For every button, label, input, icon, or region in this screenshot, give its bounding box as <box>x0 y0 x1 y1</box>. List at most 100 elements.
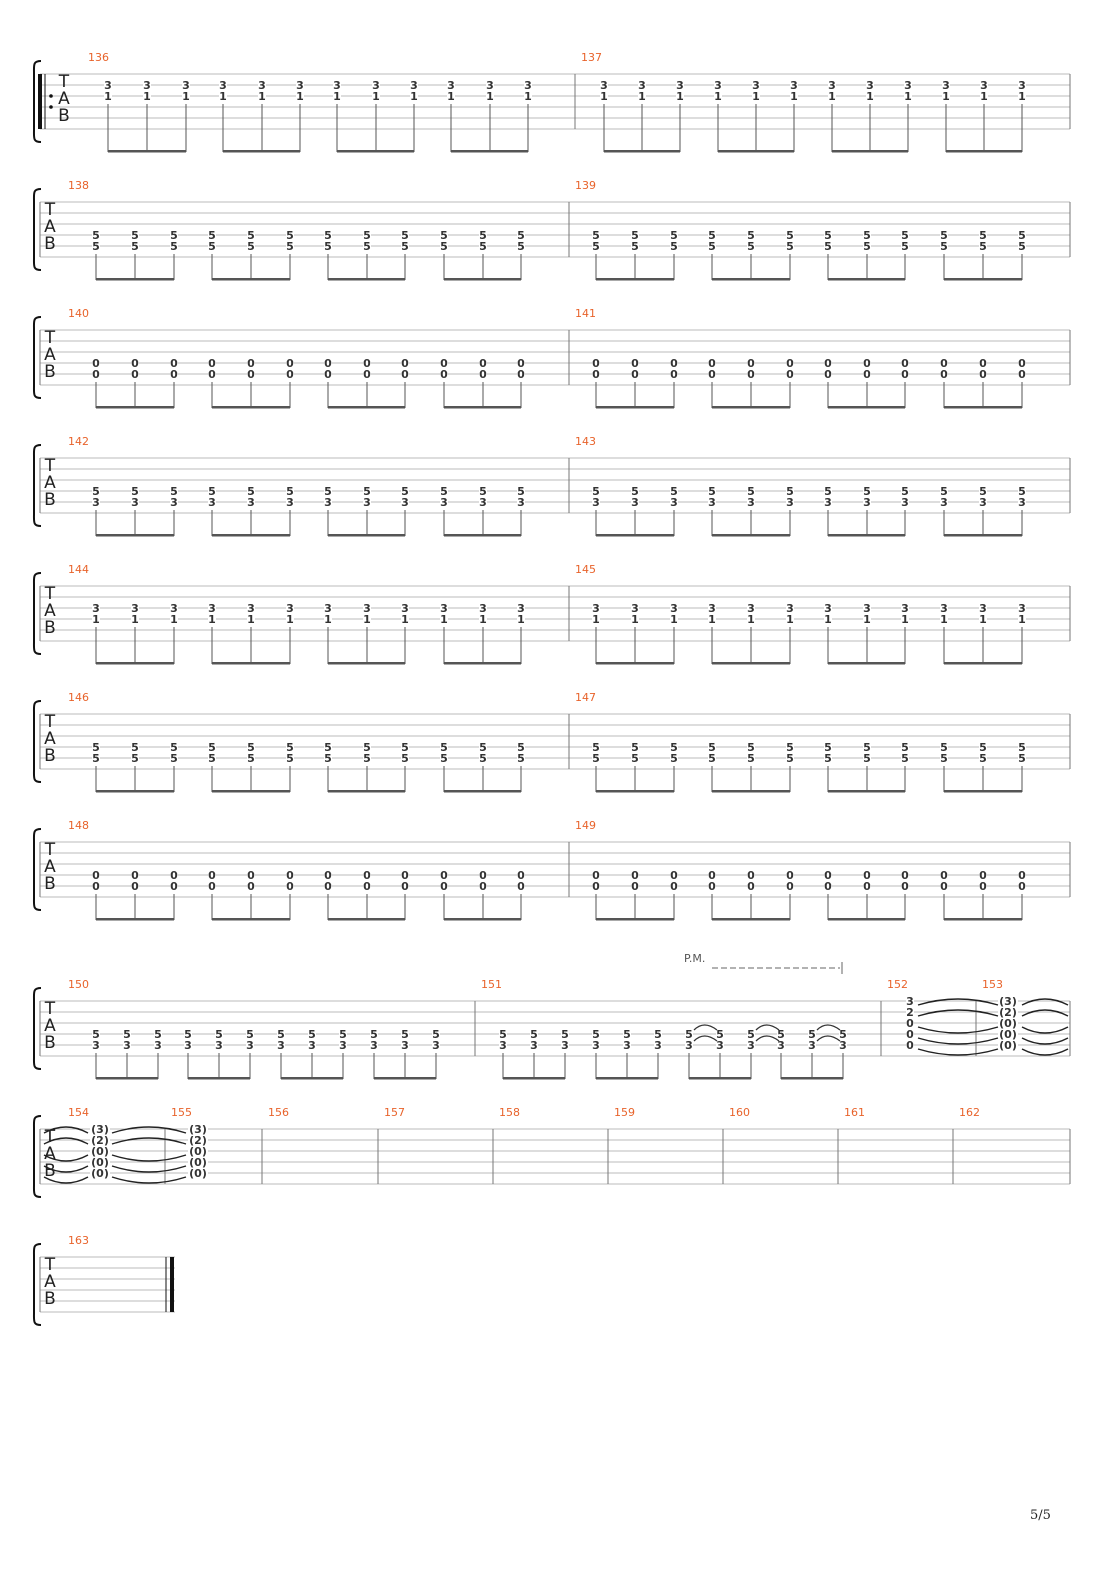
fret-number: 3 <box>901 602 909 615</box>
fret-backing <box>824 358 832 368</box>
fret-backing <box>631 358 639 368</box>
fret-number: 3 <box>258 79 266 92</box>
beam <box>596 1077 658 1080</box>
fret-number: 0 <box>901 357 909 370</box>
fret-backing <box>906 1029 914 1039</box>
fret-number: 3 <box>154 1039 162 1052</box>
fret-number: 5 <box>747 1028 755 1041</box>
fret-number: (0) <box>91 1145 109 1158</box>
fret-backing <box>901 603 909 613</box>
tab-system: TAB1425353535353535353535353531435353535… <box>32 435 1071 537</box>
fret-number: 0 <box>747 880 755 893</box>
beam <box>944 662 1022 665</box>
fret-backing <box>592 230 600 240</box>
fret-number: (2) <box>91 1134 109 1147</box>
fret-backing <box>786 603 794 613</box>
fret-number: 5 <box>170 485 178 498</box>
fret-backing <box>90 1146 110 1156</box>
beam <box>444 406 521 409</box>
fret-backing <box>670 614 678 624</box>
measure-number: 161 <box>844 1106 865 1119</box>
fret-number: 5 <box>979 240 987 253</box>
fret-backing <box>286 486 294 496</box>
fret-backing <box>979 369 987 379</box>
beam <box>96 1077 158 1080</box>
fret-number: (0) <box>189 1156 207 1169</box>
tab-system: TAB1400000000000000000000000001410000000… <box>32 307 1071 409</box>
fret-number: 5 <box>747 229 755 242</box>
fret-number: 3 <box>410 79 418 92</box>
fret-number: 3 <box>92 1039 100 1052</box>
fret-number: 5 <box>170 240 178 253</box>
fret-backing <box>131 230 139 240</box>
fret-number: 0 <box>592 368 600 381</box>
fret-number: 5 <box>401 1028 409 1041</box>
fret-number: 3 <box>942 79 950 92</box>
fret-backing <box>170 753 178 763</box>
beam <box>223 150 300 153</box>
fret-backing <box>1018 369 1026 379</box>
measure-number: 146 <box>68 691 89 704</box>
fret-backing <box>866 91 874 101</box>
fret-number: 5 <box>824 752 832 765</box>
fret-number: 3 <box>339 1039 347 1052</box>
fret-number: 0 <box>863 880 871 893</box>
fret-number: 3 <box>246 1039 254 1052</box>
fret-number: 5 <box>670 741 678 754</box>
fret-backing <box>747 742 755 752</box>
fret-number: 0 <box>247 869 255 882</box>
fret-number: 1 <box>524 90 532 103</box>
fret-backing <box>517 881 525 891</box>
beam <box>596 406 674 409</box>
fret-number: 0 <box>940 357 948 370</box>
fret-number: 0 <box>208 869 216 882</box>
fret-number: (3) <box>189 1123 207 1136</box>
fret-number: 3 <box>324 602 332 615</box>
fret-backing <box>324 742 332 752</box>
beam <box>188 1077 250 1080</box>
fret-backing <box>863 497 871 507</box>
fret-backing <box>828 91 836 101</box>
fret-backing <box>824 369 832 379</box>
fret-number: 0 <box>1018 869 1026 882</box>
fret-backing <box>670 870 678 880</box>
fret-number: 5 <box>92 741 100 754</box>
tab-clef-letter: B <box>44 362 56 382</box>
fret-backing <box>592 614 600 624</box>
beam <box>944 918 1022 921</box>
measure-number: 141 <box>575 307 596 320</box>
fret-backing <box>824 614 832 624</box>
fret-number: 5 <box>708 485 716 498</box>
fret-backing <box>631 369 639 379</box>
fret-number: 5 <box>123 1028 131 1041</box>
fret-number: 0 <box>747 368 755 381</box>
fret-number: 2 <box>906 1006 914 1019</box>
tab-clef-letter: B <box>44 618 56 638</box>
fret-backing <box>247 230 255 240</box>
fret-number: 5 <box>363 485 371 498</box>
page-number: 5/5 <box>1030 1508 1051 1523</box>
beam <box>718 150 794 153</box>
system-bracket <box>32 444 42 527</box>
fret-number: 3 <box>401 1039 409 1052</box>
fret-backing <box>363 358 371 368</box>
fret-backing <box>623 1029 631 1039</box>
fret-backing <box>906 1040 914 1050</box>
fret-backing <box>324 230 332 240</box>
fret-number: 5 <box>979 485 987 498</box>
tab-clef-letter: T <box>44 456 56 476</box>
final-thick-bar <box>170 1257 174 1312</box>
fret-number: 3 <box>92 602 100 615</box>
fret-number: 5 <box>247 240 255 253</box>
fret-backing <box>670 486 678 496</box>
tab-system: TAB1505353535353535353535353531515353535… <box>32 978 1071 1080</box>
fret-number: 0 <box>824 357 832 370</box>
fret-number: 3 <box>170 602 178 615</box>
fret-number: 0 <box>747 357 755 370</box>
fret-backing <box>247 603 255 613</box>
fret-number: 0 <box>324 880 332 893</box>
tie-arc <box>43 1126 89 1134</box>
fret-backing <box>131 497 139 507</box>
fret-backing <box>747 753 755 763</box>
fret-backing <box>286 230 294 240</box>
